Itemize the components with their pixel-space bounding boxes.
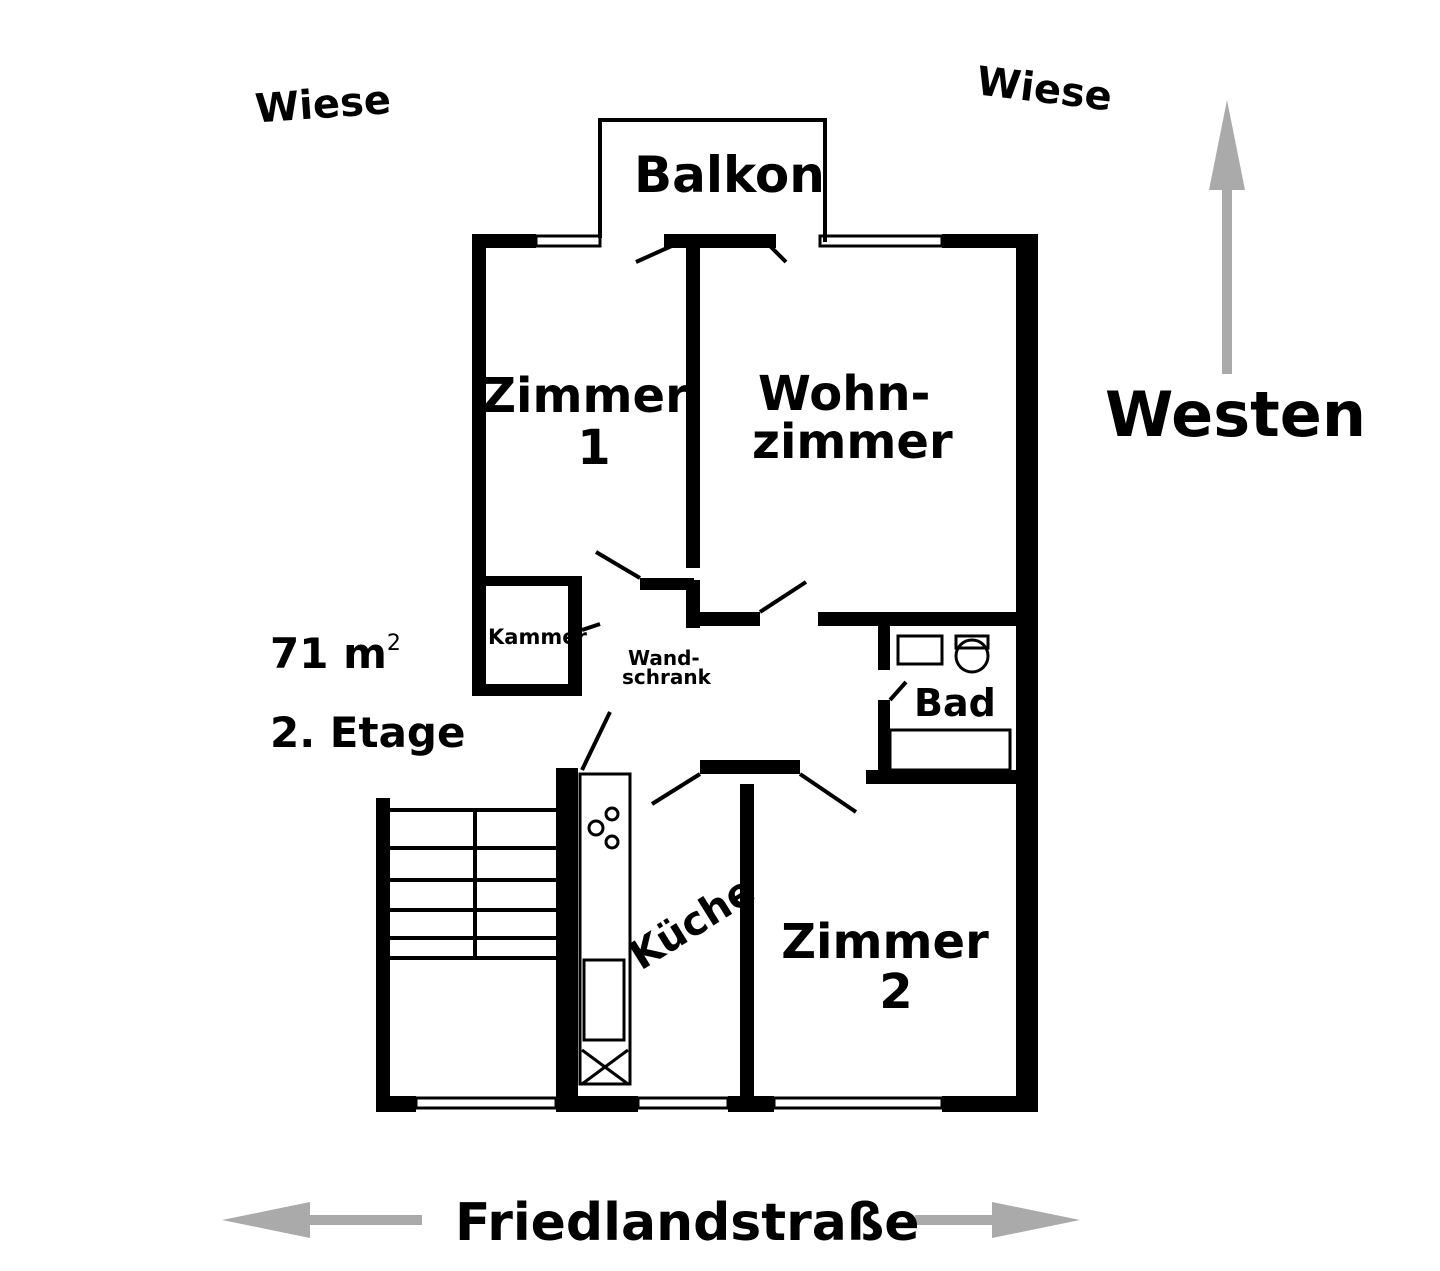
wardrobe-label-line1: Wand- xyxy=(628,646,700,670)
living-room-label-line1: Wohn- xyxy=(758,366,930,422)
room1-label-line2: 1 xyxy=(577,420,610,476)
street-arrow-right-icon xyxy=(915,1202,1080,1238)
meadow-label-left: Wiese xyxy=(254,77,393,132)
room2-label-line2: 2 xyxy=(879,964,912,1020)
wardrobe-label-line2: schrank xyxy=(622,665,712,689)
area-label: 71 m2 xyxy=(270,629,401,678)
street-arrow-left-icon xyxy=(222,1202,422,1238)
building-walls xyxy=(376,118,1038,1112)
bath-label: Bad xyxy=(914,681,996,725)
closet-label: Kammer xyxy=(488,625,587,649)
floor-label: 2. Etage xyxy=(270,708,465,757)
living-room-label-line2: zimmer xyxy=(752,414,953,470)
balcony-label: Balkon xyxy=(634,146,825,204)
meadow-label-right: Wiese xyxy=(974,58,1114,120)
north-arrow-icon xyxy=(1209,100,1245,374)
room1-label-line1: Zimmer xyxy=(481,368,689,424)
room2-label-line1: Zimmer xyxy=(781,914,989,970)
street-label: Friedlandstraße xyxy=(455,1193,920,1253)
direction-label: Westen xyxy=(1105,378,1366,451)
